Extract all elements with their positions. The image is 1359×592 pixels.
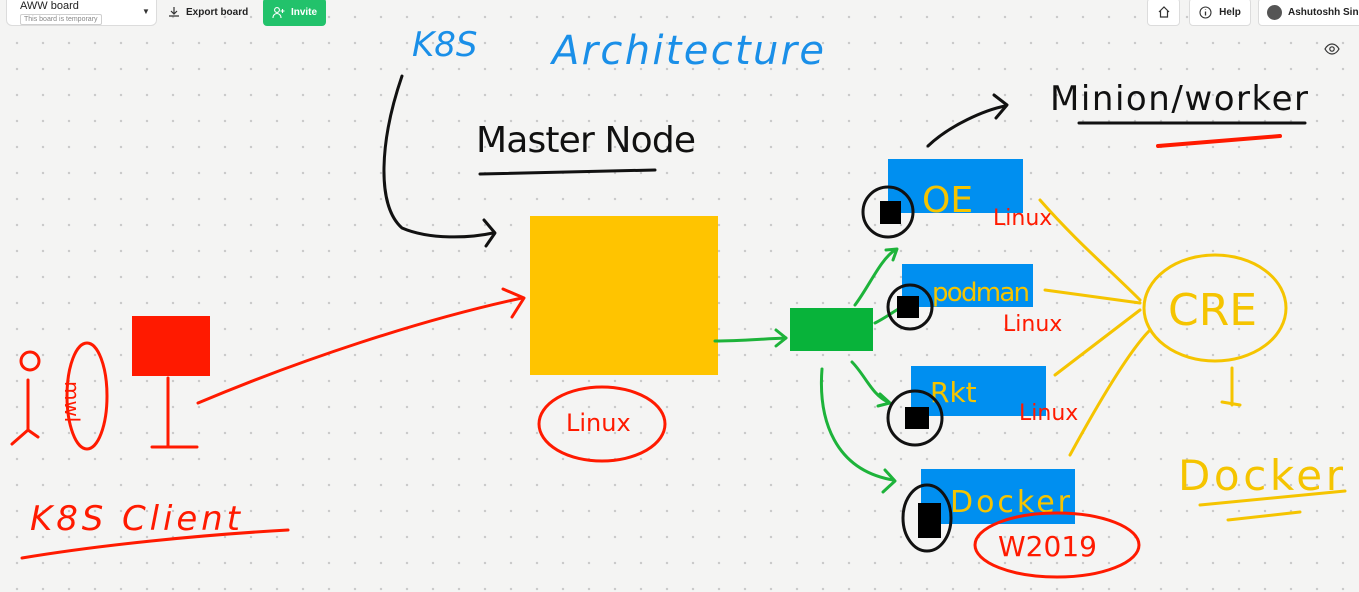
podman-container [897,296,919,318]
node-to-oe-arrowhead [884,247,899,262]
help-label: Help [1219,6,1241,18]
info-icon [1199,5,1212,19]
k8s-client-underline [20,528,290,560]
docker-to-cre-line [1068,328,1152,457]
node-to-rkt-arrow [850,360,890,404]
docker-underline-2 [1226,510,1302,522]
w2019-circle [973,511,1141,579]
rkt-box [911,366,1046,416]
rkt-to-cre-line [1053,308,1142,377]
home-icon [1158,6,1169,18]
avatar [1267,4,1282,20]
rkt-container [905,407,929,429]
cre-to-docker-arrowhead [1220,400,1242,407]
invite-button[interactable]: Invite [263,0,326,26]
eye-icon [1324,43,1340,55]
linux-master-label: Linux [566,409,631,437]
cre-label: CRE [1168,285,1257,336]
view-toggle-button[interactable] [1324,42,1340,60]
worker-node-box [790,308,873,351]
minion-worker-label: Minion/worker [1050,79,1308,119]
export-board-label: Export board [186,6,249,18]
client-monitor [132,316,210,376]
minion-red-underline [1156,134,1282,148]
board-temporary-badge: This board is temporary [20,14,102,25]
docker-container [918,503,941,538]
top-toolbar: AWW board This board is temporary ▼ Expo… [0,0,1359,28]
architecture-heading: Architecture [549,28,824,74]
docker-label: Docker [1178,451,1344,500]
client-to-master-arrowhead [501,287,526,319]
cre-circle [1142,253,1288,363]
node-to-oe-arrow [853,248,897,307]
k8s-to-master-arrowhead [482,218,497,248]
oe-container [880,201,901,224]
podman-label: podman [932,278,1030,308]
master-to-node-arrowhead [774,328,788,348]
download-icon [169,7,179,17]
user-figure-body [10,378,40,446]
oe-label: OE [922,180,973,221]
podman-container-circle [886,283,934,331]
docker-underline-1 [1198,489,1347,507]
k8s-heading: K8S [412,25,478,65]
oe-to-cre-line [1038,198,1142,302]
k8s-client-label: K8S Client [30,499,242,539]
client-to-master-arrow [196,296,524,405]
w2019-label: W2019 [998,530,1097,563]
master-node-box [530,216,718,375]
node-to-minion-arrowhead [992,93,1009,120]
node-to-docker-arrowhead [881,468,897,494]
add-user-icon [272,6,285,18]
k8s-to-master-arrow [382,74,495,239]
chevron-down-icon[interactable]: ▼ [142,7,150,16]
master-node-underline [478,168,657,176]
oe-container-circle [861,185,915,239]
client-monitor-stand [150,376,199,449]
podman-to-cre-line [1043,288,1142,305]
node-to-docker-arrow [819,367,895,482]
docker-container-circle [901,483,953,553]
home-button[interactable] [1147,0,1180,26]
board-selector[interactable]: AWW board This board is temporary ▼ [6,0,157,26]
rkt-container-circle [886,389,944,447]
export-board-button[interactable]: Export board [160,0,252,24]
invite-label: Invite [290,6,318,18]
master-to-node-arrow [713,336,788,343]
mwl-label: mwl [60,381,84,422]
podman-box [902,264,1033,307]
node-to-rkt-arrowhead [876,392,892,408]
docker-runtime-label: Docker [950,485,1071,520]
user-menu[interactable]: Ashutoshh Singh [1258,0,1359,26]
oe-linux-label: Linux [993,206,1052,231]
user-figure-head [19,350,41,372]
master-node-label: Master Node [476,120,696,161]
podman-linux-label: Linux [1003,312,1062,337]
board-title: AWW board [20,0,79,12]
linux-master-circle [537,385,667,463]
help-button[interactable]: Help [1189,0,1251,26]
user-name: Ashutoshh Singh [1288,6,1359,18]
node-to-minion-arrow [926,104,1007,148]
rkt-linux-label: Linux [1019,401,1078,426]
mwl-oval [65,341,109,451]
